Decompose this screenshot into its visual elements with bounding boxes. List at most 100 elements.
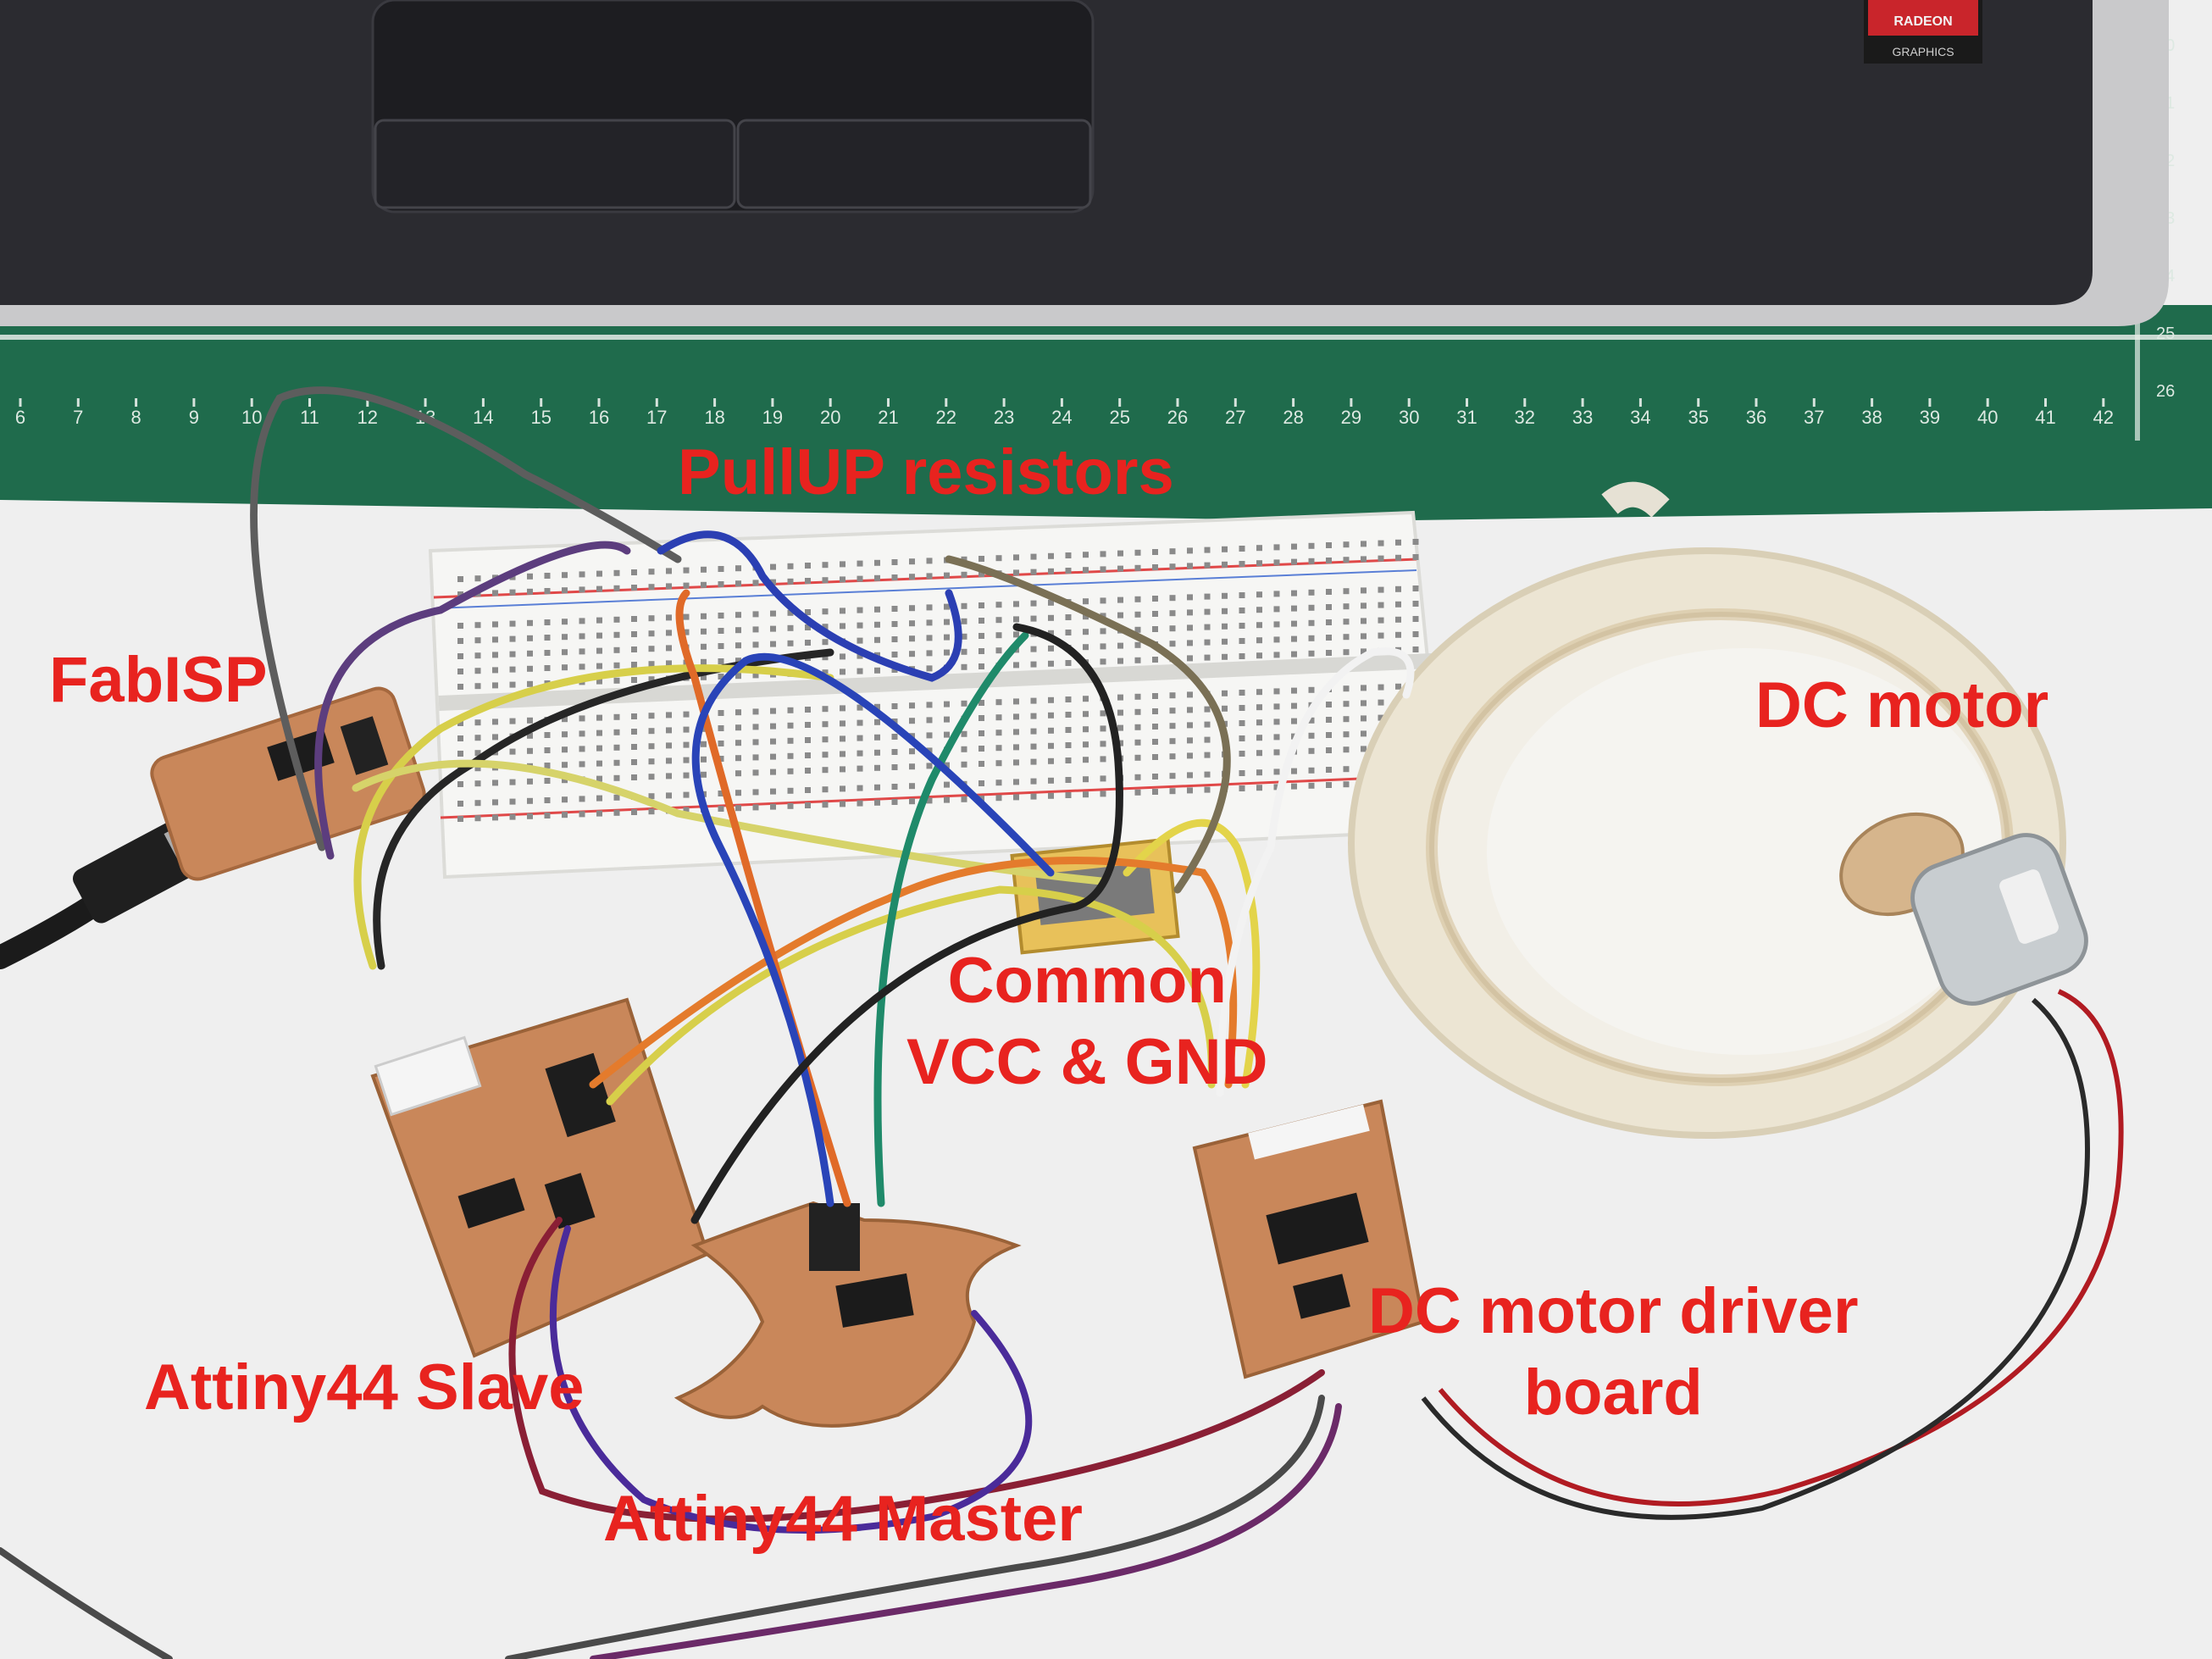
breadboard-hole bbox=[822, 767, 829, 774]
breadboard-hole bbox=[1030, 793, 1037, 800]
breadboard-hole bbox=[1378, 602, 1384, 608]
breadboard-hole bbox=[1030, 728, 1037, 735]
ruler-number: 29 bbox=[1341, 407, 1361, 428]
breadboard-hole bbox=[1152, 708, 1158, 714]
breadboard-hole bbox=[1204, 654, 1211, 661]
breadboard-hole bbox=[1256, 769, 1262, 776]
breadboard-hole bbox=[1013, 662, 1019, 669]
breadboard-hole bbox=[978, 556, 984, 562]
breadboard-hole bbox=[735, 709, 741, 716]
breadboard-hole bbox=[544, 732, 551, 738]
breadboard-hole bbox=[1361, 556, 1367, 563]
breadboard-hole bbox=[1152, 626, 1158, 632]
breadboard-hole bbox=[874, 667, 880, 674]
breadboard-hole bbox=[874, 764, 880, 771]
breadboard-hole bbox=[613, 809, 620, 816]
breadboard-hole bbox=[1100, 628, 1106, 635]
breadboard-hole bbox=[1308, 635, 1315, 641]
breadboard-hole bbox=[1013, 744, 1019, 751]
breadboard-hole bbox=[683, 726, 690, 733]
breadboard-hole bbox=[631, 677, 637, 683]
breadboard-hole bbox=[613, 662, 620, 669]
breadboard-hole bbox=[509, 620, 516, 627]
breadboard-hole bbox=[1239, 546, 1245, 552]
breadboard-hole bbox=[1013, 759, 1019, 766]
breadboard-hole bbox=[1361, 648, 1367, 655]
breadboard-hole bbox=[1291, 651, 1297, 657]
ruler-number: 10 bbox=[241, 407, 262, 428]
breadboard-hole bbox=[1187, 547, 1193, 554]
breadboard-hole bbox=[978, 780, 984, 786]
breadboard-hole bbox=[579, 633, 585, 640]
breadboard-hole bbox=[1100, 710, 1106, 717]
breadboard-hole bbox=[683, 791, 690, 798]
breadboard-hole bbox=[961, 618, 967, 624]
breadboard-hole bbox=[1291, 702, 1297, 709]
breadboard-hole bbox=[1308, 686, 1315, 693]
breadboard-hole bbox=[457, 751, 463, 757]
breadboard-hole bbox=[1239, 690, 1245, 696]
ruler-number: 8 bbox=[130, 407, 141, 428]
breadboard-hole bbox=[527, 732, 533, 739]
breadboard-hole bbox=[1134, 774, 1141, 780]
breadboard-hole bbox=[874, 784, 880, 791]
breadboard-hole bbox=[909, 783, 915, 790]
breadboard-hole bbox=[596, 570, 602, 577]
breadboard-hole bbox=[1187, 752, 1193, 759]
breadboard-hole bbox=[527, 573, 533, 580]
breadboard-hole bbox=[527, 813, 533, 819]
breadboard-hole bbox=[613, 729, 620, 735]
breadboard-hole bbox=[1256, 689, 1262, 696]
breadboard-hole bbox=[701, 674, 707, 680]
breadboard-hole bbox=[1273, 591, 1280, 597]
breadboard-hole bbox=[613, 631, 620, 638]
breadboard-hole bbox=[840, 705, 845, 712]
breadboard-hole bbox=[1273, 652, 1280, 658]
breadboard-hole bbox=[562, 587, 568, 594]
breadboard-hole bbox=[1065, 777, 1072, 783]
breadboard-hole bbox=[1343, 766, 1350, 773]
tape-roll bbox=[1348, 481, 2066, 1139]
breadboard-hole bbox=[648, 793, 655, 800]
ruler-number: 21 bbox=[878, 407, 898, 428]
breadboard-hole bbox=[1256, 622, 1262, 629]
breadboard-hole bbox=[718, 756, 724, 762]
breadboard-hole bbox=[718, 791, 724, 796]
breadboard-hole bbox=[961, 700, 967, 707]
breadboard-hole bbox=[579, 796, 585, 802]
breadboard-hole bbox=[1134, 564, 1141, 571]
breadboard-hole bbox=[457, 801, 463, 807]
breadboard-hole bbox=[648, 630, 655, 637]
breadboard-hole bbox=[457, 781, 463, 787]
breadboard-hole bbox=[1187, 609, 1193, 616]
breadboard-hole bbox=[1395, 585, 1401, 592]
breadboard-hole bbox=[857, 719, 863, 726]
breadboard-hole bbox=[735, 755, 741, 762]
breadboard-hole bbox=[840, 623, 845, 630]
breadboard-hole bbox=[1117, 612, 1123, 619]
breadboard-hole bbox=[1083, 644, 1089, 651]
ruler-number: 26 bbox=[1167, 407, 1188, 428]
breadboard-hole bbox=[1361, 730, 1367, 737]
breadboard-hole bbox=[1239, 561, 1245, 567]
breadboard-hole bbox=[1273, 703, 1280, 710]
breadboard-hole bbox=[926, 763, 933, 769]
breadboard-hole bbox=[596, 632, 602, 639]
breadboard-hole bbox=[562, 731, 568, 738]
breadboard-hole bbox=[1065, 757, 1072, 763]
breadboard-hole bbox=[631, 713, 637, 719]
breadboard-hole bbox=[701, 566, 707, 573]
breadboard-hole bbox=[562, 572, 568, 579]
breadboard-hole bbox=[1361, 685, 1367, 691]
breadboard-hole bbox=[909, 574, 915, 580]
breadboard-hole bbox=[874, 703, 880, 710]
breadboard-hole bbox=[492, 799, 498, 806]
ruler-number: 33 bbox=[1572, 407, 1593, 428]
radeon-badge-subtitle: GRAPHICS bbox=[1892, 45, 1954, 58]
breadboard-hole bbox=[596, 760, 602, 767]
breadboard-hole bbox=[1100, 658, 1106, 665]
breadboard-hole bbox=[562, 762, 568, 768]
breadboard-hole bbox=[1048, 742, 1054, 749]
ruler-number: 27 bbox=[1225, 407, 1245, 428]
breadboard-hole bbox=[457, 653, 463, 659]
